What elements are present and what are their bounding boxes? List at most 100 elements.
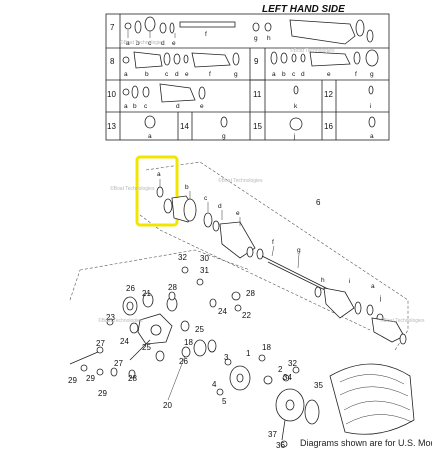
row-num-13: 13 (107, 122, 116, 131)
row8-letter-b: b (145, 71, 149, 78)
row7-letter-g: g (254, 35, 258, 42)
callout-3: 3 (224, 353, 229, 362)
highlight-label: a (157, 171, 161, 178)
row8-letter-f: f (209, 71, 211, 78)
row10-letter-b: b (133, 103, 137, 110)
callout-35: 35 (314, 381, 323, 390)
label-f: f (272, 239, 274, 246)
callout-28c: 28 (128, 374, 137, 383)
callout-5: 5 (222, 397, 227, 406)
callout-32b: 32 (288, 359, 297, 368)
watermark: ©Boat Technologies (120, 39, 165, 46)
label-c: c (204, 195, 208, 202)
callout-20: 20 (163, 401, 172, 410)
label-h: h (321, 277, 325, 284)
callout-37: 37 (268, 430, 277, 439)
watermark: ©Boat Technologies (98, 317, 143, 324)
highlight-box[interactable] (135, 155, 179, 227)
callout-25b: 25 (195, 325, 204, 334)
row-9-parts: a b c d e f g (270, 49, 379, 78)
row15-letter-j: j (293, 133, 295, 140)
row7-letter-e: e (172, 40, 176, 47)
watermark: ©Boat Technologies (380, 317, 425, 324)
callout-27b: 27 (114, 359, 123, 368)
table-frame (105, 13, 390, 141)
exploded-diagram: a b c d e f g h i j a 6 (68, 155, 425, 450)
callout-18: 18 (184, 338, 193, 347)
callout-24: 24 (218, 307, 227, 316)
row-num-9: 9 (254, 57, 259, 66)
row10-letter-c: c (144, 103, 148, 110)
row11-letter-k: k (294, 103, 298, 110)
row-num-8: 8 (110, 57, 115, 66)
callout-29b: 29 (86, 374, 95, 383)
footer-caption: Diagrams shown are for U.S. Mod (300, 438, 432, 448)
callout-18b: 18 (262, 343, 271, 352)
label-j: j (379, 295, 381, 302)
row13-letter-a: a (148, 133, 152, 140)
row-8-parts: a b c d e f g (122, 51, 240, 78)
row14-letter-g: g (222, 133, 226, 140)
label-i: i (349, 278, 350, 285)
row10-letter-d: d (176, 103, 180, 110)
callout-26b: 26 (179, 357, 188, 366)
row-11-12-parts: k i (293, 85, 374, 110)
callout-23: 23 (106, 313, 115, 322)
row9-letter-a: a (272, 71, 276, 78)
row7-letter-d: d (161, 40, 165, 47)
row-num-15: 15 (253, 122, 262, 131)
row-num-11: 11 (253, 90, 262, 99)
row9-letter-f: f (355, 71, 357, 78)
row7-letter-c: c (148, 40, 152, 47)
callout-2: 2 (278, 365, 283, 374)
callout-22: 22 (242, 311, 251, 320)
label-b: b (185, 184, 189, 191)
row7-letter-h: h (267, 35, 271, 42)
watermark: ©Boat Technologies (290, 47, 335, 54)
callout-30: 30 (200, 254, 209, 263)
callout-29: 29 (68, 376, 77, 385)
row-13-16-parts: a g j a (144, 115, 376, 140)
row16-letter-a: a (370, 133, 374, 140)
callout-25: 25 (142, 343, 151, 352)
watermark: ©Boat Technologies (218, 177, 263, 184)
row-7-parts: a b c d e f g h (124, 16, 374, 47)
row9-letter-b: b (282, 71, 286, 78)
label-e: e (236, 210, 240, 217)
row7-letter-f: f (205, 31, 207, 38)
row8-letter-e: e (185, 71, 189, 78)
callout-36: 36 (276, 441, 285, 450)
callout-1: 1 (246, 349, 251, 358)
callout-6: 6 (316, 198, 321, 207)
row9-letter-d: d (301, 71, 305, 78)
row7-letter-b: b (136, 40, 140, 47)
label-g: g (297, 247, 301, 254)
row8-letter-g: g (234, 71, 238, 78)
row9-letter-e: e (327, 71, 331, 78)
row9-letter-g: g (370, 71, 374, 78)
hub-assembly (216, 354, 415, 448)
row10-letter-e: e (200, 103, 204, 110)
callout-28b: 28 (246, 289, 255, 298)
callout-31: 31 (200, 266, 209, 275)
row8-letter-c: c (165, 71, 169, 78)
row-10-parts: a b c d e (122, 83, 206, 110)
callout-27: 27 (96, 339, 105, 348)
callout-34: 34 (283, 373, 292, 382)
callout-21: 21 (142, 289, 151, 298)
row8-letter-a: a (124, 71, 128, 78)
row8-letter-d: d (175, 71, 179, 78)
gear-cluster (69, 266, 242, 379)
callout-32: 32 (178, 253, 187, 262)
row10-letter-a: a (124, 103, 128, 110)
callout-29c: 29 (98, 389, 107, 398)
callout-4: 4 (212, 380, 217, 389)
callout-24b: 24 (120, 337, 129, 346)
watermark: ©Boat Technologies (110, 185, 155, 192)
highlighted-ring[interactable] (156, 186, 164, 198)
row-num-7: 7 (110, 23, 115, 32)
row-num-14: 14 (180, 122, 189, 131)
callout-28: 28 (168, 283, 177, 292)
parts-table: LEFT HAND SIDE 7 8 9 10 11 12 13 14 15 1… (105, 4, 390, 141)
